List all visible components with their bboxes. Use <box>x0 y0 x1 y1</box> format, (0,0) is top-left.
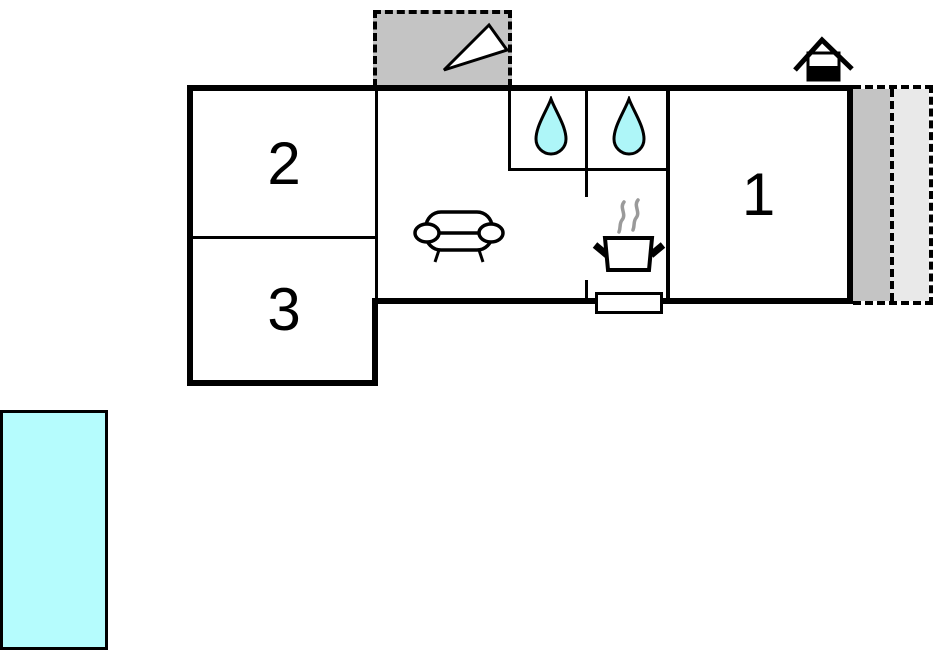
water-drop-icon <box>612 96 646 156</box>
north-arrow-icon <box>442 22 510 72</box>
wall-outer-top <box>187 85 853 91</box>
terrace-top <box>373 10 512 87</box>
wall-bath-middle <box>585 91 588 168</box>
room-1-area: 1 <box>670 91 847 298</box>
sofa-icon <box>413 210 505 263</box>
cooking-pot-icon <box>592 198 666 272</box>
room-3-area: 3 <box>193 239 375 380</box>
house-icon <box>793 36 854 82</box>
wall-bath-left <box>508 91 511 168</box>
wall-outer-right <box>847 85 853 304</box>
wall-room2-room3-divider <box>193 236 375 239</box>
room-3-label: 3 <box>267 275 301 343</box>
water-drop-icon <box>534 96 568 156</box>
swimming-pool <box>0 410 108 650</box>
terrace-right-dark-strip <box>853 89 890 301</box>
wall-room1-left <box>666 91 670 298</box>
window <box>595 292 663 314</box>
terrace-right <box>853 85 933 305</box>
wall-outer-left <box>187 85 193 386</box>
wall-bedrooms-living-divider <box>375 91 378 298</box>
room-2-label: 2 <box>267 129 301 197</box>
wall-kitchen-upper <box>585 168 588 197</box>
room-2-area: 2 <box>193 91 375 236</box>
wall-room3-right <box>372 298 378 386</box>
room-1-label: 1 <box>741 160 776 228</box>
wall-bath-bottom <box>508 168 670 171</box>
wall-kitchen-lower <box>585 280 588 298</box>
wall-room3-bottom <box>187 380 378 386</box>
terrace-right-light-strip <box>890 89 929 301</box>
